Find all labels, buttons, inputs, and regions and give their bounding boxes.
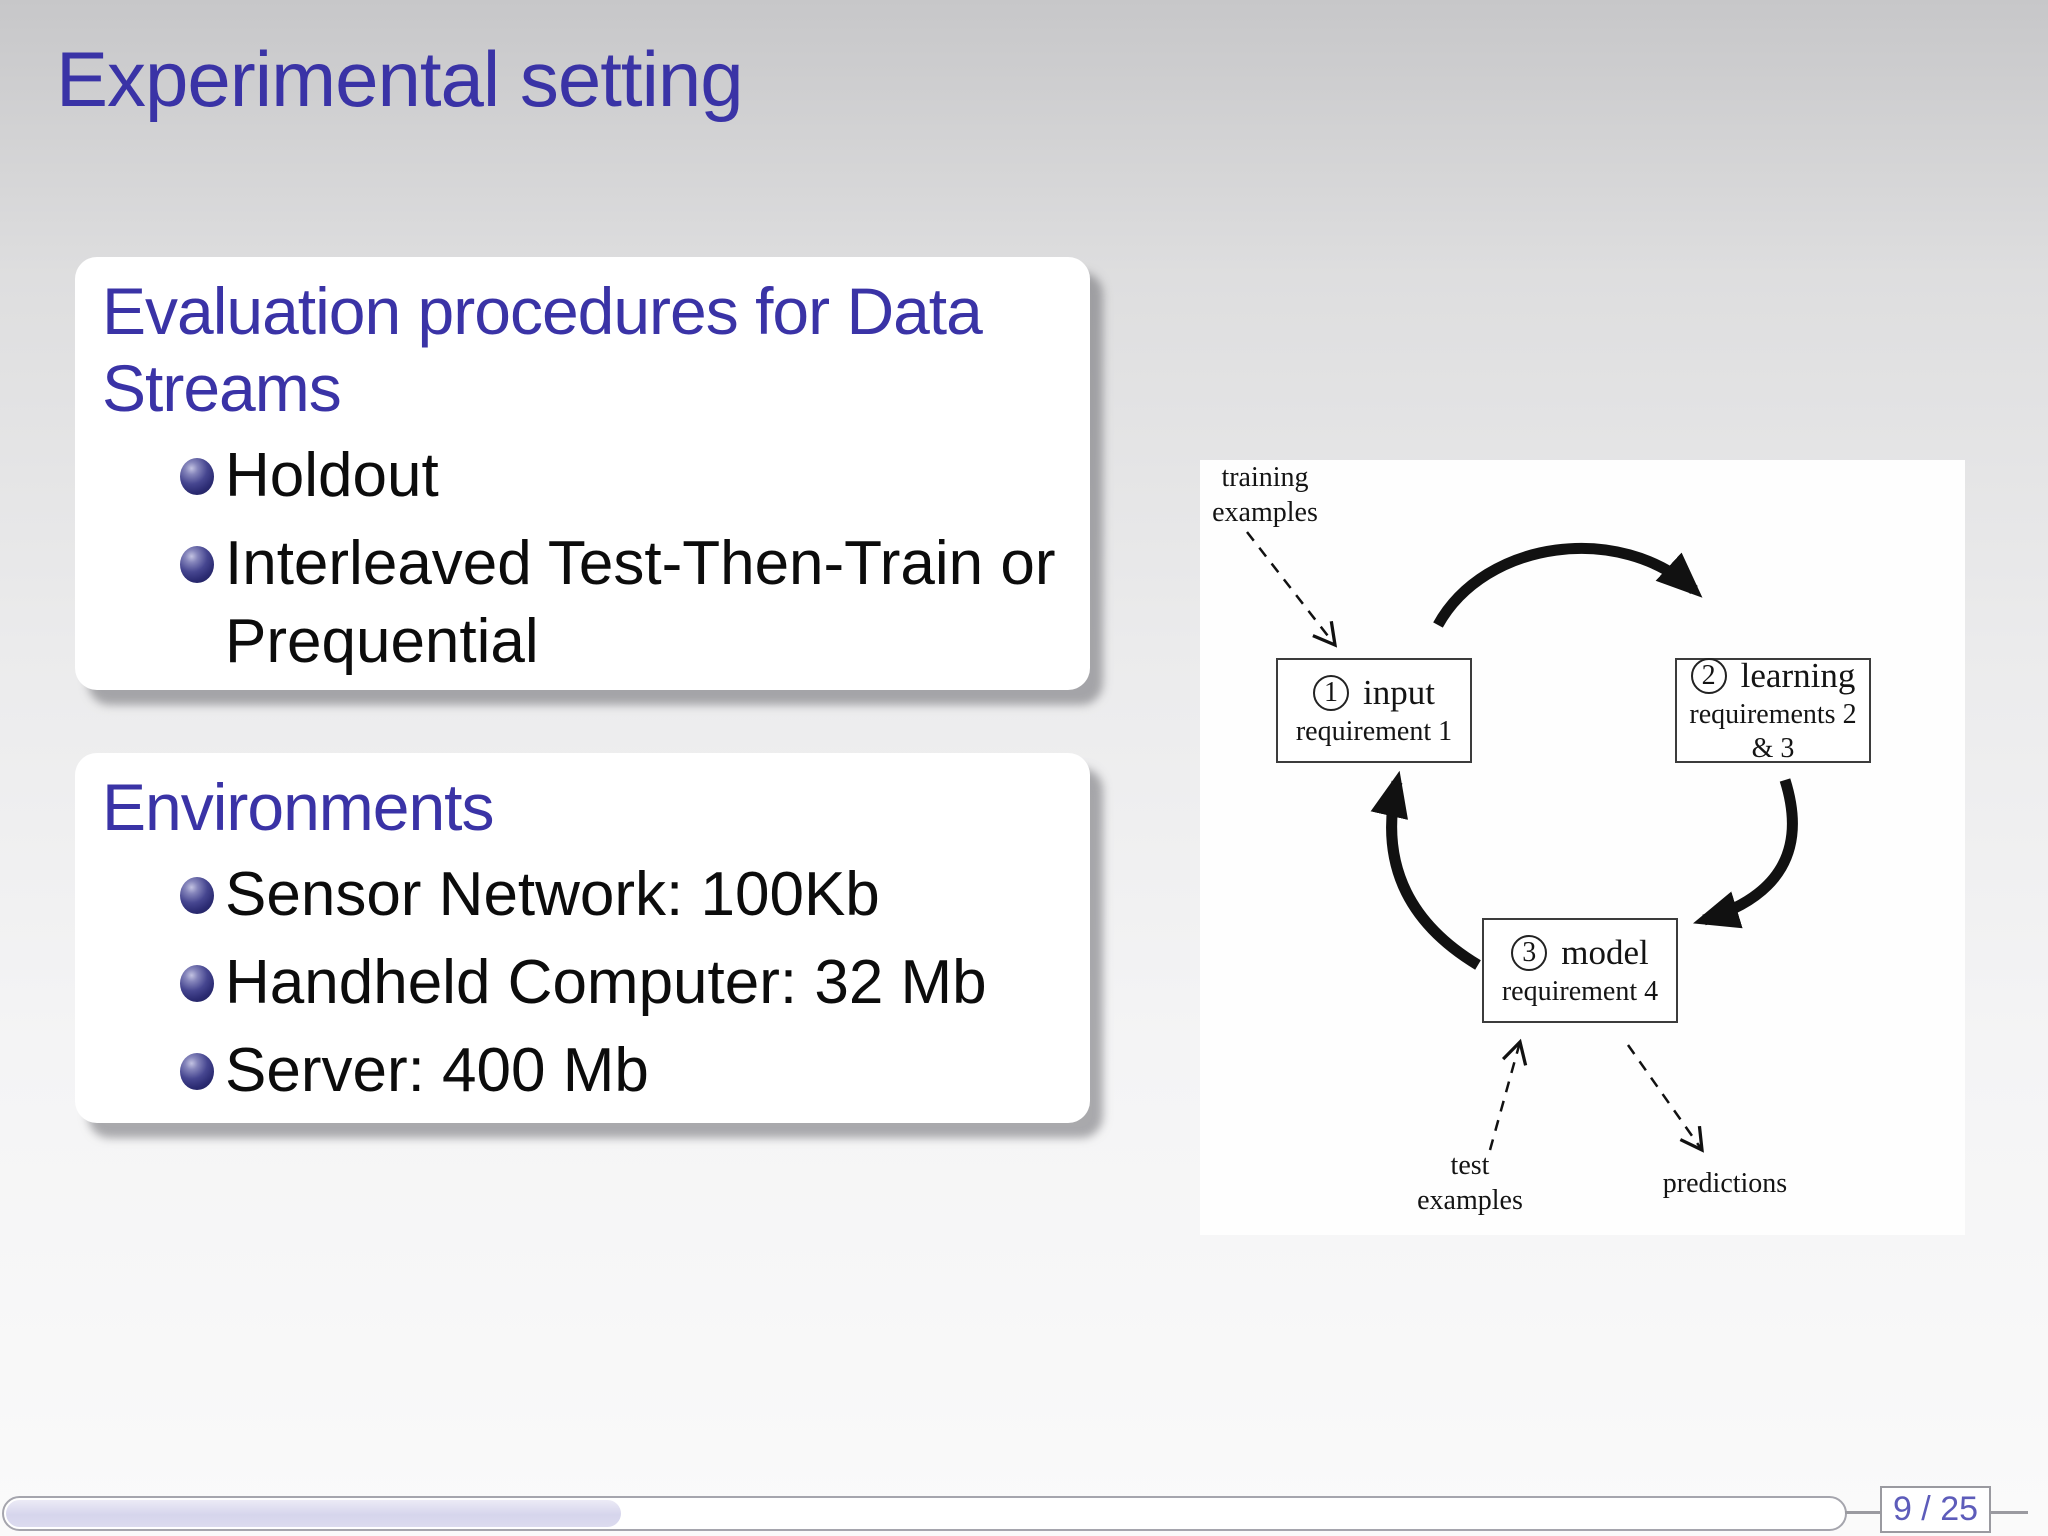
slide-progress-fill — [6, 1500, 621, 1527]
page-indicator: 9 / 25 — [1880, 1486, 1991, 1533]
node-name: model — [1561, 932, 1649, 972]
list-item-text: Handheld Computer: 32 Mb — [225, 948, 987, 1017]
model-to-predictions-dashed-arrow — [1626, 1044, 1704, 1153]
list-item-text: Sensor Network: 100Kb — [225, 860, 880, 929]
list-item: Interleaved Test-Then-Train or Prequenti… — [102, 525, 1062, 681]
bullet-sphere-icon — [180, 546, 214, 583]
bullet-sphere-icon — [180, 1053, 214, 1090]
model-node: 3 model requirement 4 — [1482, 918, 1678, 1023]
block-heading: Environments — [102, 770, 495, 844]
learning-to-model-arc-arrow — [1693, 778, 1798, 929]
list-item-text: Holdout — [225, 441, 439, 510]
model-to-input-arc-arrow — [1370, 770, 1481, 970]
slide-title: Experimental setting — [56, 35, 744, 123]
footer-connector-line — [1845, 1511, 1882, 1514]
list-item: Server: 400 Mb — [102, 1032, 1062, 1110]
node-name: input — [1363, 672, 1435, 712]
list-item: Holdout — [102, 437, 1062, 515]
training-examples-label: training examples — [1212, 462, 1318, 528]
predictions-label: predictions — [1662, 1168, 1788, 1199]
footer-connector-line — [1990, 1511, 2028, 1514]
list-item-text: Server: 400 Mb — [225, 1036, 649, 1105]
circled-number-icon: 2 — [1690, 657, 1727, 694]
node-requirement: requirement 1 — [1295, 715, 1453, 747]
learning-cycle-diagram: training examples 1 input requirement 1 … — [1200, 460, 1965, 1235]
slide-progress-bar — [2, 1496, 1847, 1531]
list-item-text: Interleaved Test-Then-Train or Prequenti… — [225, 529, 1056, 676]
list-item: Handheld Computer: 32 Mb — [102, 944, 1062, 1022]
list-item: Sensor Network: 100Kb — [102, 856, 1062, 934]
bullet-sphere-icon — [180, 877, 214, 914]
node-requirement: requirement 4 — [1501, 975, 1659, 1007]
bullet-sphere-icon — [180, 458, 214, 495]
diagram-arrows-canvas — [1246, 531, 1798, 1153]
block-evaluation-procedures: Evaluation procedures for Data Streams H… — [75, 257, 1090, 690]
training-to-input-dashed-arrow — [1246, 531, 1338, 648]
node-requirement: requirements 2 & 3 — [1689, 698, 1857, 764]
node-name: learning — [1740, 655, 1856, 695]
block-heading: Evaluation procedures for Data Streams — [102, 274, 983, 425]
input-node: 1 input requirement 1 — [1276, 658, 1472, 763]
learning-node: 2 learning requirements 2 & 3 — [1675, 655, 1871, 764]
input-to-learning-arc-arrow — [1433, 542, 1703, 628]
test-examples-label: test examples — [1417, 1150, 1523, 1216]
circled-number-icon: 1 — [1313, 674, 1350, 711]
test-to-model-dashed-arrow — [1488, 1038, 1528, 1151]
bullet-sphere-icon — [180, 965, 214, 1002]
circled-number-icon: 3 — [1511, 934, 1548, 971]
